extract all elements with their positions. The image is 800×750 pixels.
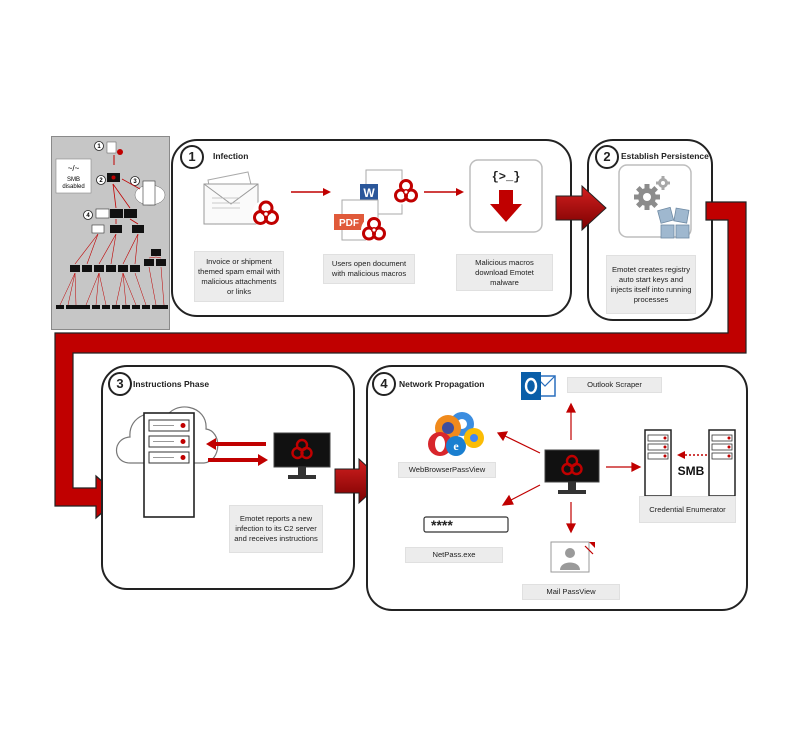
persistence-title: Establish Persistence <box>621 151 709 161</box>
svg-text:e: e <box>453 439 459 453</box>
instructions-title: Instructions Phase <box>133 379 210 389</box>
overview-smb-label: SMB <box>67 177 80 183</box>
overview-smb-glyph: ~/~ <box>68 164 80 173</box>
overview-network-graphic: 1 2 3 4 ~/~ SMB disabled <box>55 141 168 309</box>
spam-email-icon <box>203 171 280 228</box>
instructions-step-number: 3 <box>108 372 132 396</box>
infection-caption-macros: Malicious macros download Emotet malware <box>456 254 553 291</box>
mail-user-icon <box>550 541 595 573</box>
biohazard-icon <box>561 454 583 476</box>
infection-step-number: 1 <box>180 145 204 169</box>
persistence-caption: Emotet creates registry auto start keys … <box>606 255 696 314</box>
word-logo-label: W <box>363 186 375 200</box>
macro-download-icon: {>_} <box>469 159 543 233</box>
c2-server-icon <box>115 406 219 518</box>
biohazard-icon <box>252 200 280 228</box>
tool-netpass: NetPass.exe <box>405 547 503 563</box>
infection-title: Infection <box>213 151 249 161</box>
infected-computer-icon <box>544 449 600 494</box>
biohazard-icon <box>393 179 419 205</box>
overview-step-4: 4 <box>86 213 90 219</box>
tool-credential-enumerator: Credential Enumerator <box>639 496 736 523</box>
overview-thumbnail: 1 2 3 4 ~/~ SMB disabled <box>51 136 170 330</box>
network-title: Network Propagation <box>399 379 485 389</box>
infection-caption-document: Users open document with malicious macro… <box>323 254 415 284</box>
infection-arrow-2 <box>424 188 464 196</box>
instructions-caption: Emotet reports a new infection to its C2… <box>229 505 323 553</box>
persistence-step-number: 2 <box>595 145 619 169</box>
smb-servers-icon: SMB <box>644 429 736 497</box>
biohazard-icon <box>291 438 313 460</box>
biohazard-icon <box>361 217 387 243</box>
phase-arrow-infection-to-persistence <box>555 184 607 232</box>
infected-computer-icon <box>273 432 331 479</box>
overview-step-2: 2 <box>99 178 103 184</box>
overview-step-3: 3 <box>133 179 137 185</box>
c2-communication-arrows <box>206 438 268 466</box>
macro-code-glyph: {>_} <box>492 170 521 184</box>
infection-caption-email: Invoice or shipment themed spam email wi… <box>194 251 284 302</box>
gear-icon <box>634 184 660 210</box>
malicious-documents-icon: W PDF <box>334 169 419 243</box>
overview-step-1: 1 <box>97 144 101 150</box>
password-field-icon: **** <box>423 516 509 533</box>
tool-webbrowserpassview: WebBrowserPassView <box>398 462 496 478</box>
registry-settings-icon <box>618 164 692 239</box>
smb-label: SMB <box>678 464 705 478</box>
overview-smb-disabled-label: disabled <box>62 184 84 190</box>
web-browsers-icon: e <box>428 412 484 456</box>
network-step-number: 4 <box>372 372 396 396</box>
pdf-logo-label: PDF <box>339 218 359 229</box>
outlook-icon <box>521 372 556 400</box>
tool-outlook-scraper: Outlook Scraper <box>567 377 662 393</box>
password-mask: **** <box>431 517 453 533</box>
tool-mail-passview: Mail PassView <box>522 584 620 600</box>
infection-arrow-1 <box>291 188 331 196</box>
